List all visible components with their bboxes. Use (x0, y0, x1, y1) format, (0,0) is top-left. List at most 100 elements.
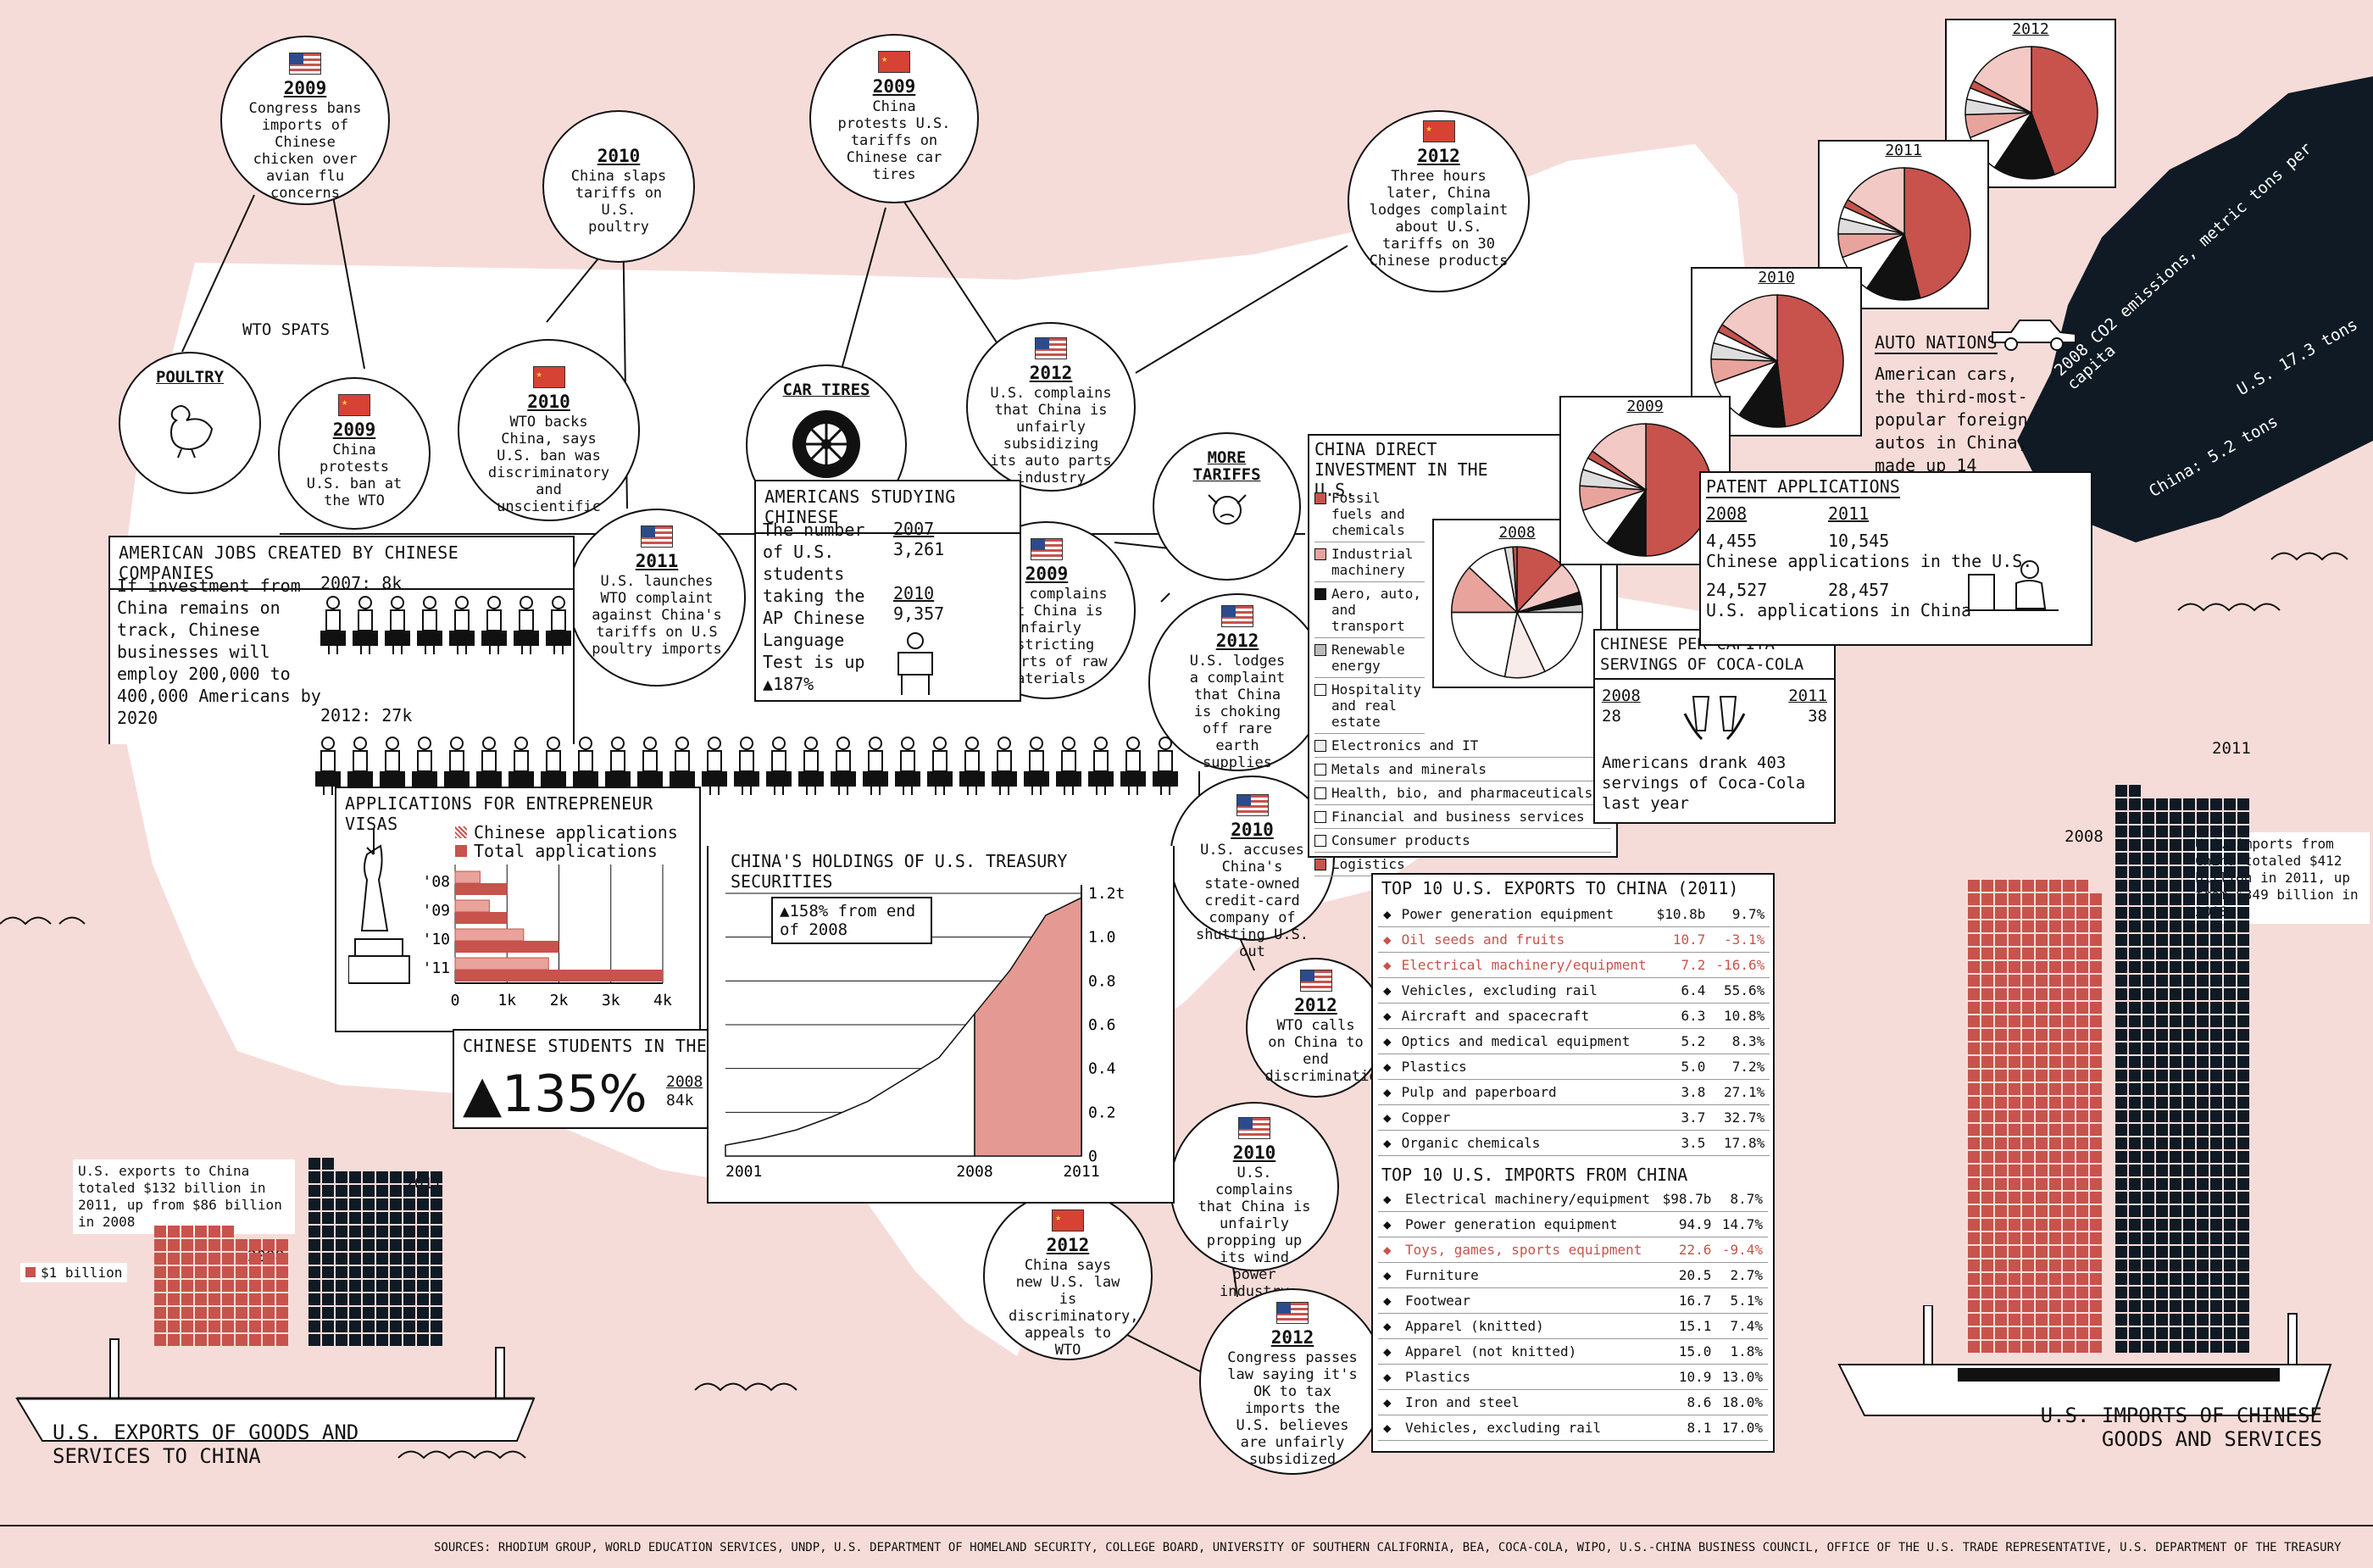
billion-block (2170, 1314, 2181, 1326)
billion-block (2210, 1110, 2222, 1122)
billion-block (349, 1212, 361, 1224)
billion-block (2009, 880, 2020, 892)
billion-block (181, 1226, 193, 1237)
billion-block (2170, 1232, 2181, 1244)
worker-figure-icon (314, 736, 342, 800)
billion-block (2170, 1273, 2181, 1285)
billion-block (263, 1321, 275, 1332)
billion-block (208, 1239, 220, 1251)
billion-block (322, 1226, 334, 1237)
row-change: -16.6% (1710, 952, 1770, 978)
billion-block (2036, 1097, 2048, 1109)
billion-block (417, 1280, 429, 1292)
billion-block (2183, 839, 2195, 851)
billion-block (417, 1307, 429, 1319)
billion-block (2009, 1097, 2020, 1109)
billion-block (2183, 988, 2195, 1000)
billion-block (2224, 1151, 2236, 1163)
billion-block (2210, 866, 2222, 878)
billion-block (2115, 785, 2127, 797)
billion-block (2183, 1327, 2195, 1339)
billion-block (2170, 907, 2181, 919)
billion-block (168, 1334, 180, 1346)
billion-block (2170, 1246, 2181, 1258)
billion-block (2090, 1205, 2102, 1217)
chicken-icon (170, 405, 214, 459)
billion-block (2142, 1205, 2154, 1217)
event-circle: 2010 WTO backs China, says U.S. ban was … (458, 339, 640, 521)
billion-block (2237, 853, 2249, 865)
event-circle: 2012 China says new U.S. law is discrimi… (983, 1191, 1153, 1360)
billion-block (236, 1239, 247, 1251)
billion-block (2142, 948, 2154, 959)
billion-block (322, 1334, 334, 1346)
billion-block (2224, 1192, 2236, 1204)
billion-block (2022, 934, 2034, 946)
billion-block (2076, 1151, 2088, 1163)
statue-of-liberty-icon (348, 829, 410, 984)
billion-block (2170, 975, 2181, 987)
auto-year-2011: 2011 (1885, 142, 1922, 159)
event-year: 2009 (332, 420, 376, 440)
studying-title: AMERICANS STUDYING CHINESE (756, 481, 1020, 534)
billion-block (2129, 1246, 2141, 1258)
billion-block (2210, 1287, 2222, 1298)
billion-block (322, 1307, 334, 1319)
worker-figure-icon (1119, 736, 1148, 800)
billion-block (308, 1321, 320, 1332)
china-flag-icon (532, 365, 565, 388)
billion-block (2036, 934, 2048, 946)
billion-block (2022, 920, 2034, 932)
billion-block (2009, 1219, 2020, 1231)
billion-block (2009, 1178, 2020, 1190)
billion-block (2170, 880, 2181, 892)
billion-block (390, 1280, 402, 1292)
treasury-annotation: ▲158% from end of 2008 (771, 897, 932, 944)
billion-block (2197, 812, 2209, 824)
billion-block (2076, 1137, 2088, 1149)
billion-block (2063, 1029, 2075, 1041)
studying-panel: AMERICANS STUDYING CHINESE The number of… (754, 480, 1021, 702)
billion-block (2183, 1015, 2195, 1027)
billion-block (2063, 1327, 2075, 1339)
billion-block (2224, 826, 2236, 837)
patents-a1: 4,455 (1706, 531, 1758, 551)
billion-block (2183, 1192, 2195, 1204)
billion-block (2129, 920, 2141, 932)
billion-block (390, 1293, 402, 1305)
billion-block (2129, 880, 2141, 892)
billion-block (2210, 948, 2222, 959)
trade-table-panel: TOP 10 U.S. EXPORTS TO CHINA (2011) ◆Pow… (1371, 873, 1775, 1453)
billion-block (349, 1253, 361, 1265)
billion-block (2036, 1070, 2048, 1081)
billion-block (1968, 1273, 1980, 1285)
billion-block (2183, 1002, 2195, 1014)
billion-block (2049, 1070, 2061, 1081)
jobs-title: AMERICAN JOBS CREATED BY CHINESE COMPANI… (110, 537, 573, 590)
billion-block (2197, 866, 2209, 878)
billion-block (376, 1171, 388, 1183)
legend-swatch (1314, 684, 1326, 696)
china-flag-icon (878, 50, 910, 73)
billion-block (2036, 1287, 2048, 1298)
billion-block (2224, 880, 2236, 892)
billion-block (1968, 880, 1980, 892)
pie-slice (1993, 111, 2056, 180)
billion-block (2197, 1287, 2209, 1298)
billion-block (2224, 948, 2236, 959)
event-text: China protests U.S. ban at the WTO (306, 442, 403, 509)
billion-block (2210, 1178, 2222, 1190)
billion-block (2156, 1137, 2168, 1149)
billion-block (2170, 1287, 2181, 1298)
billion-block (322, 1212, 334, 1224)
jobs-2012-figures (314, 736, 1180, 800)
billion-block (154, 1307, 166, 1319)
billion-block (2036, 1219, 2048, 1231)
billion-block (2076, 1002, 2088, 1014)
billion-block (2210, 1232, 2222, 1244)
legend-swatch (1314, 811, 1326, 823)
row-category: Organic chemicals (1396, 1130, 1652, 1156)
row-value: 7.2 (1651, 952, 1711, 978)
billion-block (2142, 1232, 2154, 1244)
